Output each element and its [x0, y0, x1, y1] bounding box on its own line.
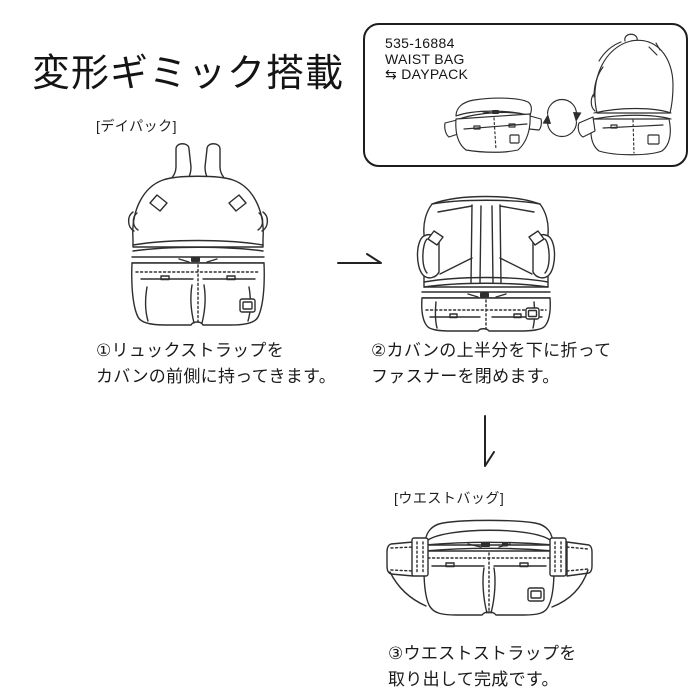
product-name-line2: ⇆ DAYPACK [385, 66, 469, 82]
step1-caption: ①リュックストラップを カバンの前側に持ってきます。 [96, 338, 336, 390]
step2-caption: ②カバンの上半分を下に折って ファスナーを閉めます。 [371, 338, 611, 390]
small-waistbag-right-strap [528, 115, 542, 131]
product-name-line1: WAIST BAG [385, 50, 465, 67]
main-zipper [421, 291, 551, 299]
waist-straps [386, 541, 593, 608]
strap-buckles [411, 537, 567, 577]
logo-patch [525, 307, 540, 320]
logo-patch [527, 587, 545, 602]
main-zipper [131, 256, 265, 264]
front-pockets [431, 562, 547, 614]
waistbag-label: [ウエストバッグ] [394, 490, 505, 506]
arrow-down-icon [484, 415, 495, 467]
step3-caption: ③ウエストストラップを 取り出して完成です。 [388, 641, 577, 693]
daypack-folded-illustration [416, 195, 556, 332]
product-info-box: 535-16884 WAIST BAG ⇆ DAYPACK [363, 23, 688, 167]
step3-caption-line1: ③ウエストストラップを [388, 644, 577, 663]
daypack-small-illustration [577, 33, 674, 156]
daypack-label: [デイパック] [96, 118, 177, 134]
arrow-right-icon [337, 253, 382, 264]
rotation-arrows-icon [542, 99, 582, 137]
step1-caption-line2: カバンの前側に持ってきます。 [96, 367, 336, 386]
waist-bag-small-illustration [444, 97, 542, 153]
product-info-text: 535-16884 WAIST BAG ⇆ DAYPACK [385, 35, 469, 83]
page-title: 変形ギミック搭載 [32, 53, 345, 95]
small-daypack-waist-strap [577, 116, 596, 138]
logo-patch [239, 298, 256, 313]
step2-caption-line1: ②カバンの上半分を下に折って [371, 341, 612, 360]
step2-caption-line2: ファスナーを閉めます。 [371, 367, 560, 386]
main-zipper [467, 542, 511, 548]
folded-strap-rolls [416, 230, 556, 279]
daypack-front-illustration [127, 143, 269, 326]
product-code: 535-16884 [385, 35, 455, 51]
folded-top-panel [437, 204, 535, 284]
small-daypack-handle [624, 33, 638, 42]
step1-caption-line1: ①リュックストラップを [96, 341, 285, 360]
waist-bag-illustration [386, 519, 593, 616]
step3-caption-line2: 取り出して完成です。 [388, 670, 559, 689]
